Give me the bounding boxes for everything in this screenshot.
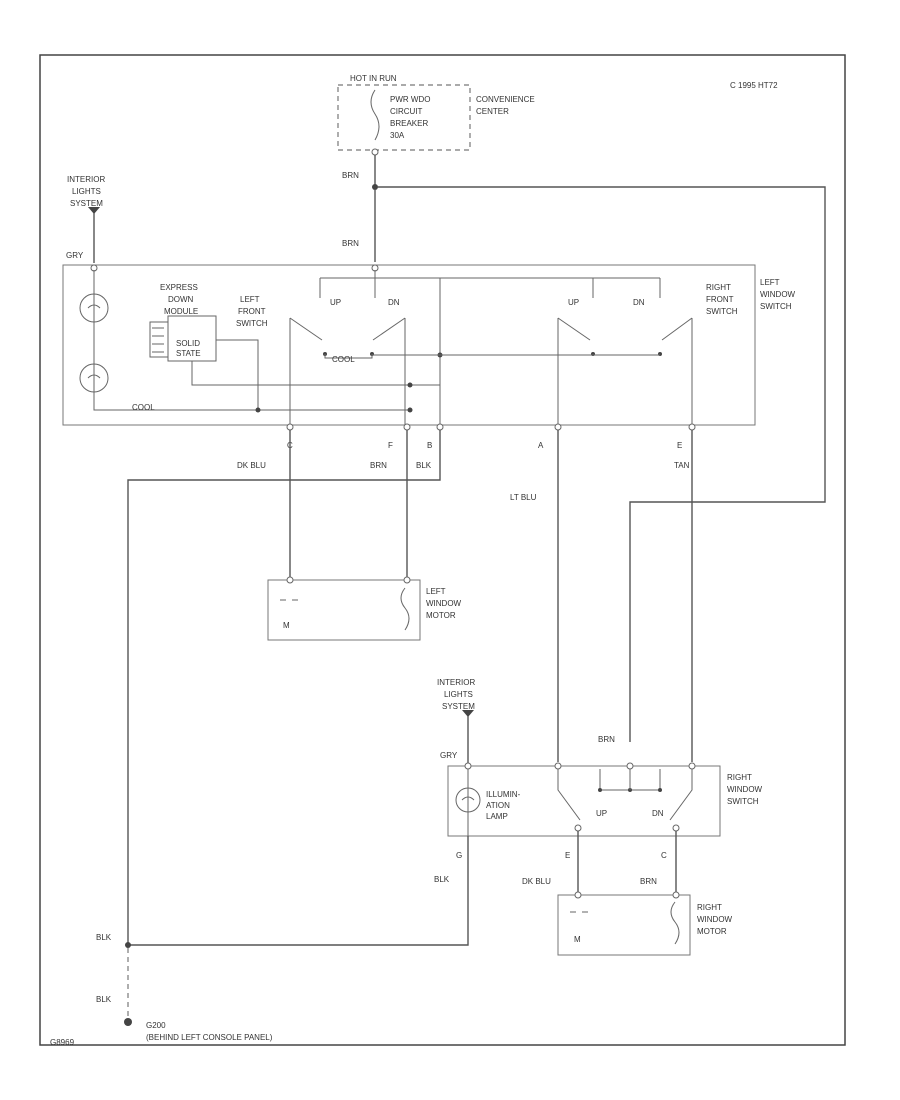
ground-circuit: BLK BLK G200 (BEHIND LEFT CONSOLE PANEL) (96, 933, 273, 1042)
pin-g: G (456, 851, 462, 860)
wire-label-gry-2: GRY (440, 751, 458, 760)
left-switch-name-3: SWITCH (760, 302, 792, 311)
left-motor-2: WINDOW (426, 599, 462, 608)
cool-label-1: COOL (132, 403, 155, 412)
right-switch-up: UP (596, 809, 607, 818)
right-switch-name-1: RIGHT (727, 773, 752, 782)
express-module-1: EXPRESS (160, 283, 198, 292)
right-front-switch-2: FRONT (706, 295, 734, 304)
right-front-switch-3: SWITCH (706, 307, 738, 316)
fuse-label-1: PWR WDO (390, 95, 430, 104)
circuit-breaker: HOT IN RUN PWR WDO CIRCUIT BREAKER 30A C… (337, 74, 535, 156)
left-front-switch-2: FRONT (238, 307, 266, 316)
fuse-header: HOT IN RUN (350, 74, 397, 83)
int-lights-2-line-1: INTERIOR (437, 678, 475, 687)
cool-label-2: COOL (332, 355, 355, 364)
right-up-label: UP (568, 298, 579, 307)
express-module-3: MODULE (164, 307, 198, 316)
right-front-switch-1: RIGHT (706, 283, 731, 292)
left-dn-label: DN (388, 298, 400, 307)
wire-label-tan: TAN (674, 461, 690, 470)
pin-c-right: C (661, 851, 667, 860)
fuse-location-2: CENTER (476, 107, 509, 116)
pin-e-right: E (565, 851, 570, 860)
left-switch-name-1: LEFT (760, 278, 780, 287)
interior-lights-system-top: INTERIOR LIGHTS SYSTEM GRY (66, 175, 105, 263)
ground-location: (BEHIND LEFT CONSOLE PANEL) (146, 1033, 273, 1042)
wire-label-brn-right: BRN (598, 735, 615, 744)
motor-m-right: M (574, 935, 581, 944)
fuse-location-1: CONVENIENCE (476, 95, 535, 104)
wire-label-brn-left: BRN (370, 461, 387, 470)
left-switch-name-2: WINDOW (760, 290, 796, 299)
wire-label-brn-top: BRN (342, 171, 359, 180)
left-front-switch-1: LEFT (240, 295, 260, 304)
left-motor-1: LEFT (426, 587, 446, 596)
pin-b: B (427, 441, 432, 450)
left-motor-3: MOTOR (426, 611, 456, 620)
diagram-frame (39, 54, 846, 1046)
lamp-label-1: ILLUMIN- (486, 790, 521, 799)
left-window-motor: M LEFT WINDOW MOTOR (267, 576, 462, 641)
right-motor-3: MOTOR (697, 927, 727, 936)
fuse-label-4: 30A (390, 131, 405, 140)
lamp-label-3: LAMP (486, 812, 508, 821)
wire-label-dk-blu: DK BLU (237, 461, 266, 470)
int-lights-1-line-2: LIGHTS (72, 187, 101, 196)
left-output-wires: DK BLU BRN BLK LT BLU TAN (127, 430, 693, 945)
wire-label-lt-blu: LT BLU (510, 493, 537, 502)
right-motor-2: WINDOW (697, 915, 733, 924)
pin-a: A (538, 441, 544, 450)
right-switch-name-3: SWITCH (727, 797, 759, 806)
ground-id: G200 (146, 1021, 166, 1030)
brn-feed-wires: BRN BRN (342, 155, 826, 742)
int-lights-2-line-2: LIGHTS (444, 690, 473, 699)
wire-label-brn-motor: BRN (640, 877, 657, 886)
int-lights-1-line-3: SYSTEM (70, 199, 103, 208)
pin-f: F (388, 441, 393, 450)
solid-state-2: STATE (176, 349, 201, 358)
motor-m-left: M (283, 621, 290, 630)
right-window-motor: M RIGHT WINDOW MOTOR (557, 891, 733, 956)
left-up-label: UP (330, 298, 341, 307)
lamp-label-2: ATION (486, 801, 510, 810)
wire-label-blk-left: BLK (416, 461, 432, 470)
wire-label-blk-ground-2: BLK (96, 995, 112, 1004)
footer-id: G8969 (50, 1038, 75, 1047)
wire-label-gry-1: GRY (66, 251, 84, 260)
right-dn-label: DN (633, 298, 645, 307)
left-front-switch-3: SWITCH (236, 319, 268, 328)
wire-label-brn-switch: BRN (342, 239, 359, 248)
solid-state-1: SOLID (176, 339, 200, 348)
right-motor-1: RIGHT (697, 903, 722, 912)
int-lights-2-line-3: SYSTEM (442, 702, 475, 711)
int-lights-1-line-1: INTERIOR (67, 175, 105, 184)
pin-e: E (677, 441, 682, 450)
wire-label-dk-blu-right: DK BLU (522, 877, 551, 886)
wire-label-blk-ground-1: BLK (96, 933, 112, 942)
fuse-label-2: CIRCUIT (390, 107, 423, 116)
right-output-wires: BLK DK BLU BRN (128, 831, 677, 946)
diagram-code: C 1995 HT72 (730, 81, 778, 90)
express-module-2: DOWN (168, 295, 194, 304)
left-window-switch: LEFT WINDOW SWITCH COOL EXPRESS DOWN MOD… (62, 264, 796, 431)
interior-lights-system-bottom: INTERIOR LIGHTS SYSTEM GRY (437, 678, 475, 764)
wire-label-blk-right: BLK (434, 875, 450, 884)
right-switch-name-2: WINDOW (727, 785, 763, 794)
right-window-switch: BRN ILLUMIN- ATION LAMP UP DN RIGHT WIND… (447, 735, 763, 837)
fuse-label-3: BREAKER (390, 119, 428, 128)
right-switch-dn: DN (652, 809, 664, 818)
